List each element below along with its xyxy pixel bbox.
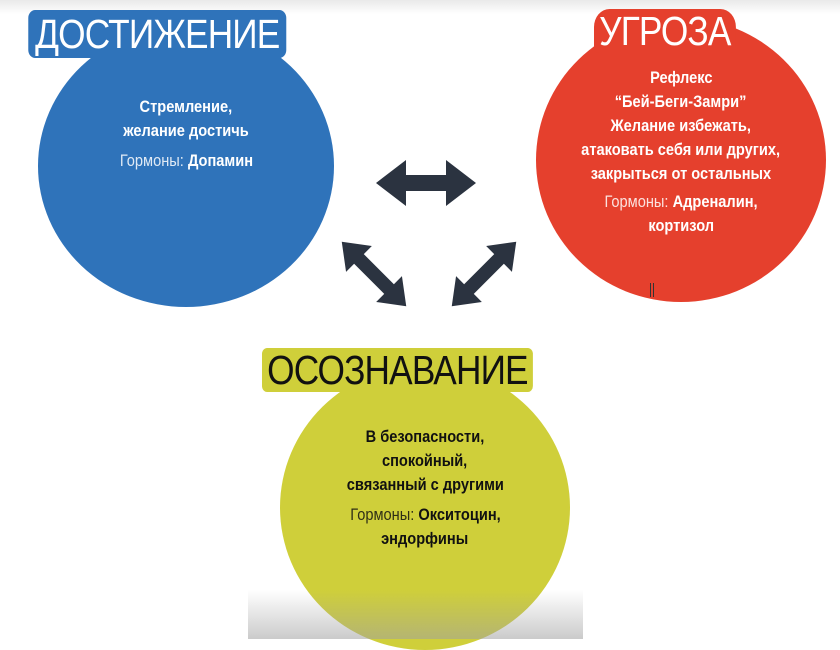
achievement-hormones: Гормоны: Допамин xyxy=(119,149,252,173)
diagonal-double-arrow-right-icon xyxy=(451,241,517,307)
threat-title: УГРОЗА xyxy=(594,9,736,53)
hormones-value: Адреналин, xyxy=(672,192,758,211)
awareness-line-2: спокойный, xyxy=(382,451,468,470)
threat-hormones: Гормоны: Адреналин, xyxy=(604,190,757,214)
awareness-hormones: Гормоны: Окситоцин, xyxy=(350,503,500,527)
threat-circle: Рефлекс “Бей-Беги-Замри” Желание избежат… xyxy=(536,18,826,302)
threat-hormones-value-2: кортизол xyxy=(648,216,714,235)
hormones-label: Гормоны: xyxy=(119,151,184,170)
awareness-title: ОСОЗНАВАНИЕ xyxy=(262,348,533,392)
threat-line-5: закрыться от остальных xyxy=(590,164,772,183)
horizontal-double-arrow-icon xyxy=(376,160,476,206)
achievement-title: ДОСТИЖЕНИЕ xyxy=(30,12,285,56)
hormones-value: Допамин xyxy=(187,151,253,170)
hormones-label: Гормоны: xyxy=(604,192,669,211)
diagonal-double-arrow-left-icon xyxy=(341,241,407,307)
threat-line-1: Рефлекс xyxy=(649,68,713,87)
hormones-label: Гормоны: xyxy=(349,505,414,524)
awareness-line-1: В безопасности, xyxy=(365,427,485,446)
text-cursor-icon xyxy=(650,283,654,297)
hormones-value: Окситоцин, xyxy=(417,505,501,524)
achievement-line-2: желание достичь xyxy=(123,121,249,140)
threat-line-4: атаковать себя или других, xyxy=(581,140,781,159)
achievement-line-1: Стремление, xyxy=(139,97,233,116)
achievement-circle: Стремление, желание достичь Гормоны: Доп… xyxy=(38,25,334,307)
threat-line-3: Желание избежать, xyxy=(610,116,752,135)
threat-line-2: “Бей-Беги-Замри” xyxy=(615,92,747,111)
awareness-hormones-value-2: эндорфины xyxy=(381,529,469,548)
bottom-shadow-band xyxy=(248,590,583,639)
awareness-line-3: связанный с другими xyxy=(346,475,504,494)
